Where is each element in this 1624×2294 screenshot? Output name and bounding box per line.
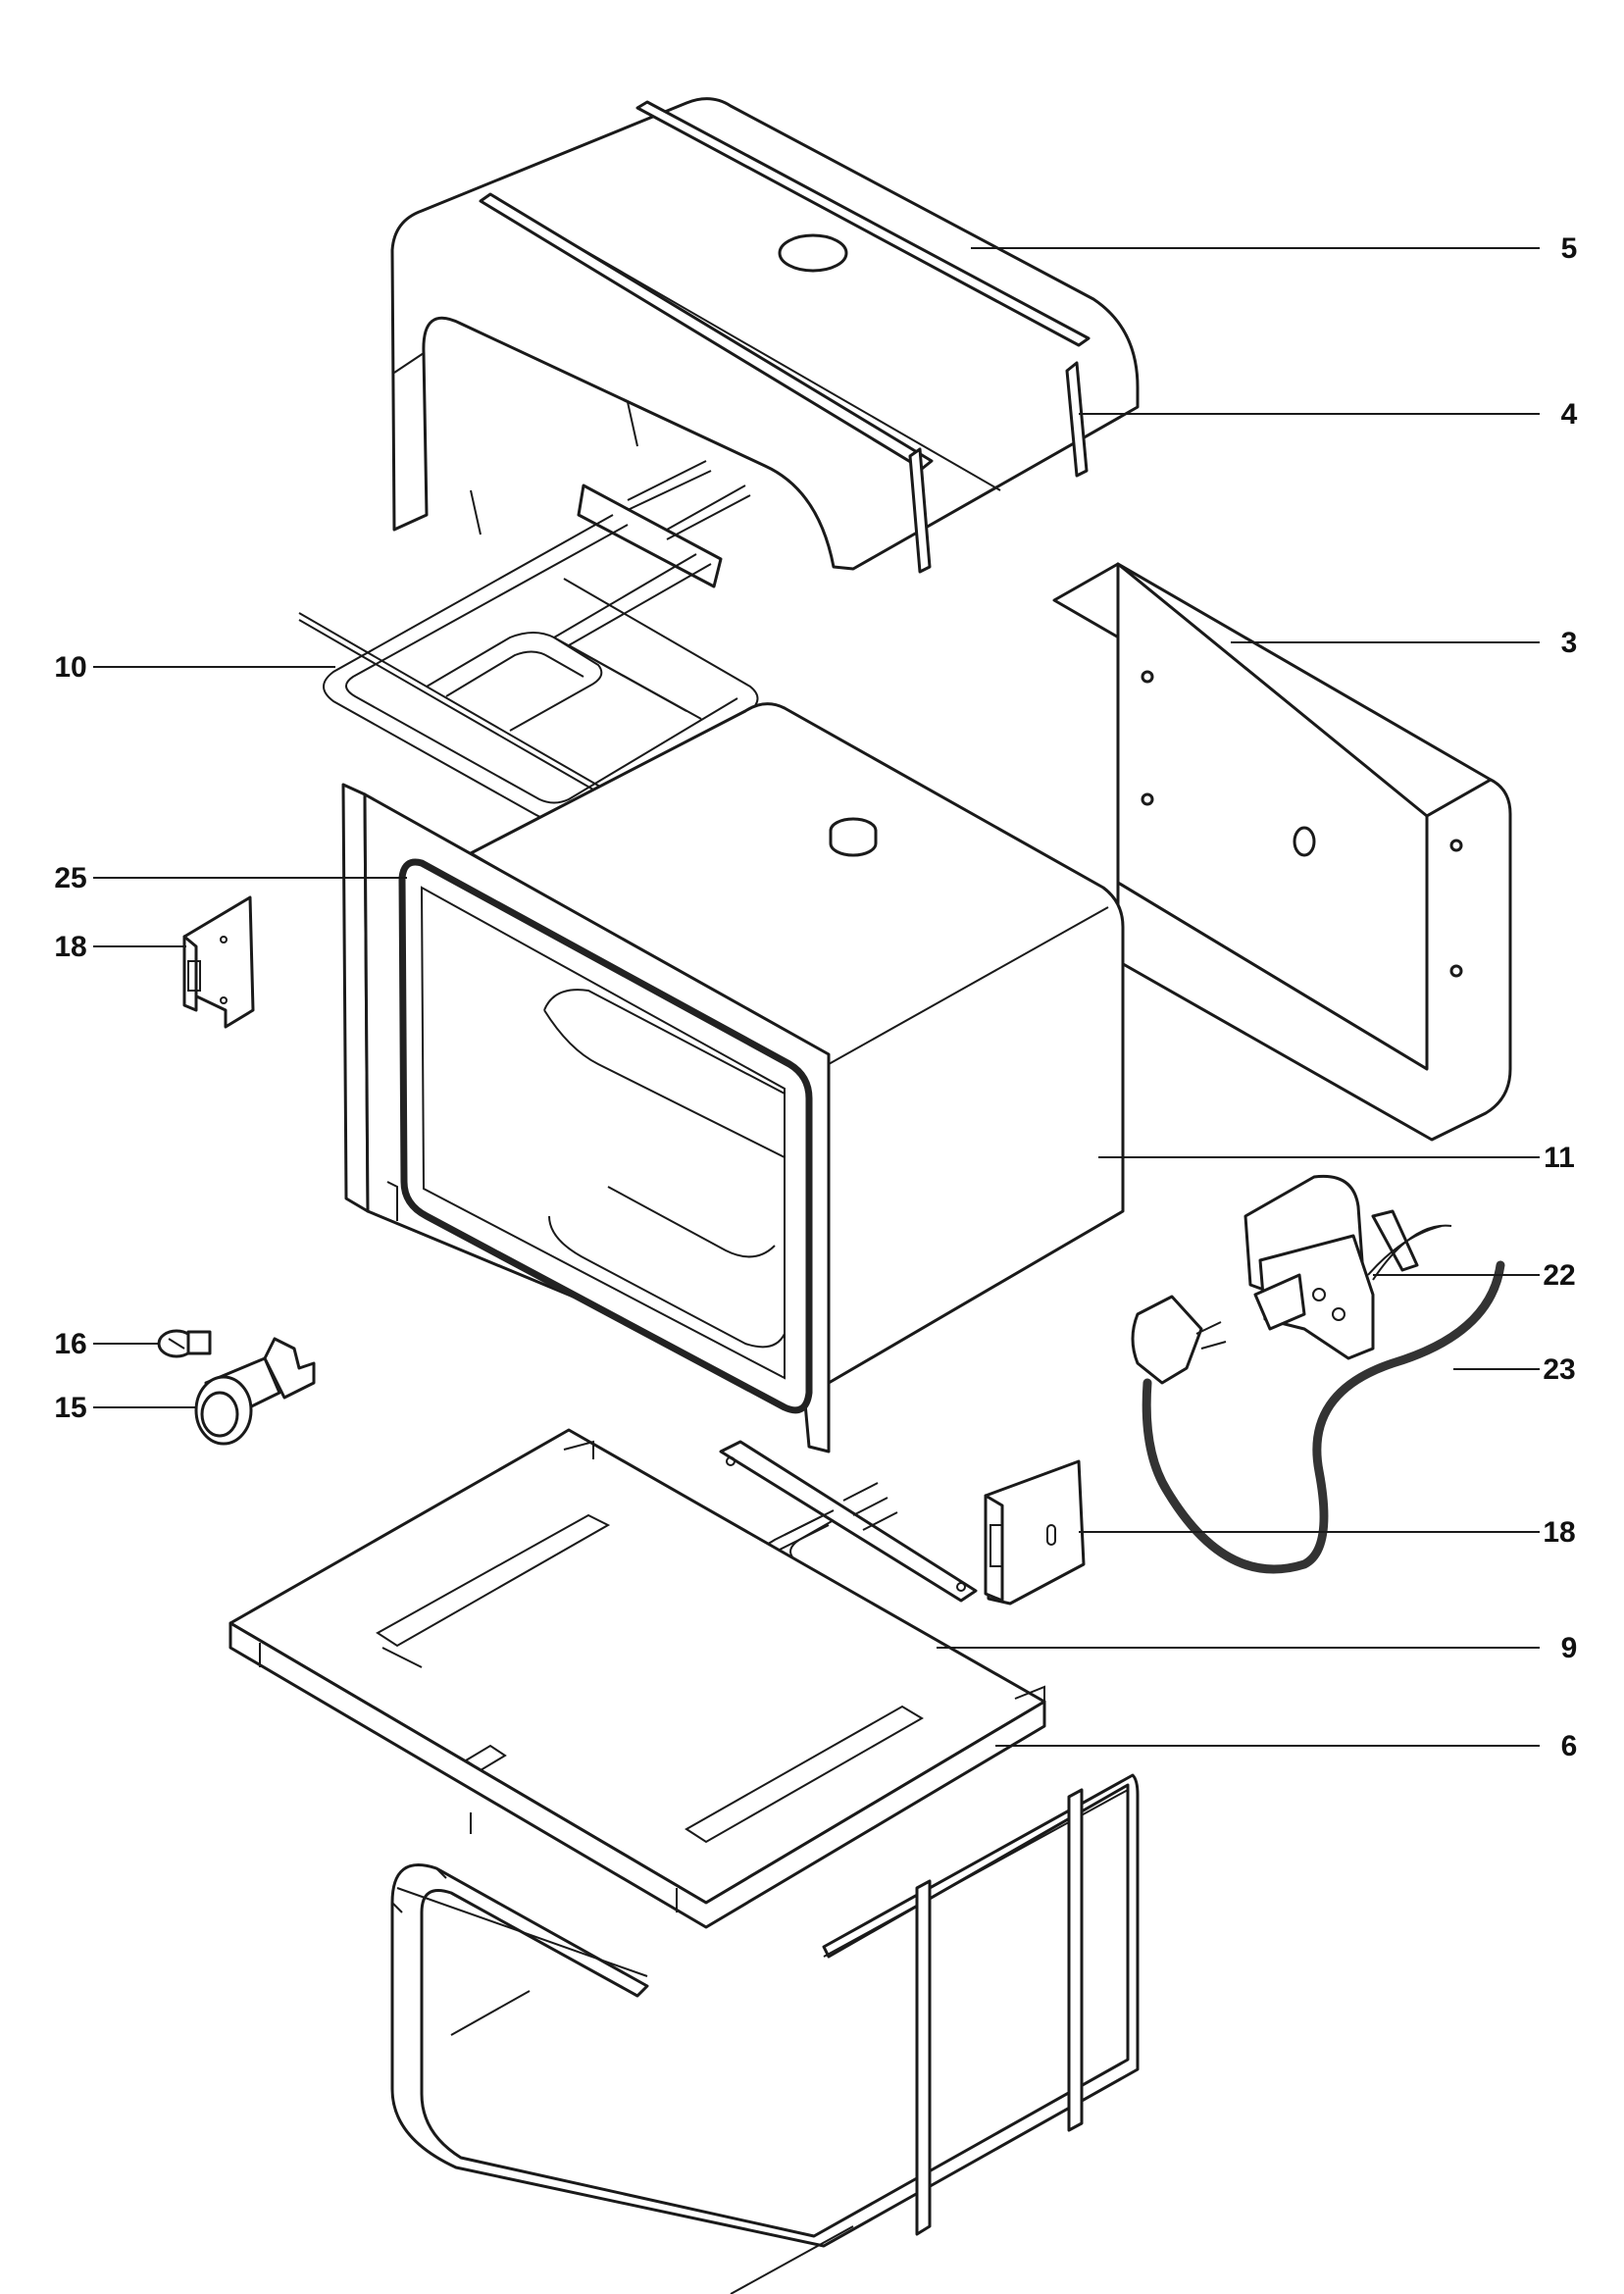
callout-25: 25 <box>54 862 86 894</box>
callout-18-right: 18 <box>1543 1516 1575 1549</box>
callout-6: 6 <box>1561 1730 1578 1762</box>
bottom-tray <box>228 1428 1046 1929</box>
callout-18-left: 18 <box>54 931 86 963</box>
door-hinge-bracket-right <box>984 1459 1086 1606</box>
callout-15: 15 <box>54 1392 86 1424</box>
thermostat-terminal-block <box>1243 1174 1452 1360</box>
callout-4: 4 <box>1561 398 1578 431</box>
callout-16: 16 <box>54 1328 86 1360</box>
power-cable <box>1131 1260 1505 1574</box>
top-insulation-cover <box>390 97 1140 574</box>
callout-5: 5 <box>1561 232 1578 265</box>
cover-hole <box>778 233 848 273</box>
bottom-insulation-wrap <box>390 1773 1140 2294</box>
top-heating-element <box>298 460 759 843</box>
lamp-holder <box>194 1337 316 1446</box>
callout-11: 11 <box>1544 1142 1575 1174</box>
callout-10: 10 <box>54 651 86 684</box>
leader-lines <box>93 247 1540 1747</box>
callout-22: 22 <box>1543 1259 1575 1292</box>
callout-9: 9 <box>1561 1632 1578 1664</box>
lamp-bulb <box>157 1329 212 1358</box>
door-hinge-bracket-left <box>182 895 255 1029</box>
callout-23: 23 <box>1543 1353 1575 1386</box>
callout-3: 3 <box>1561 627 1578 659</box>
oven-cavity <box>341 702 1125 1453</box>
rear-panel <box>1052 562 1512 1142</box>
